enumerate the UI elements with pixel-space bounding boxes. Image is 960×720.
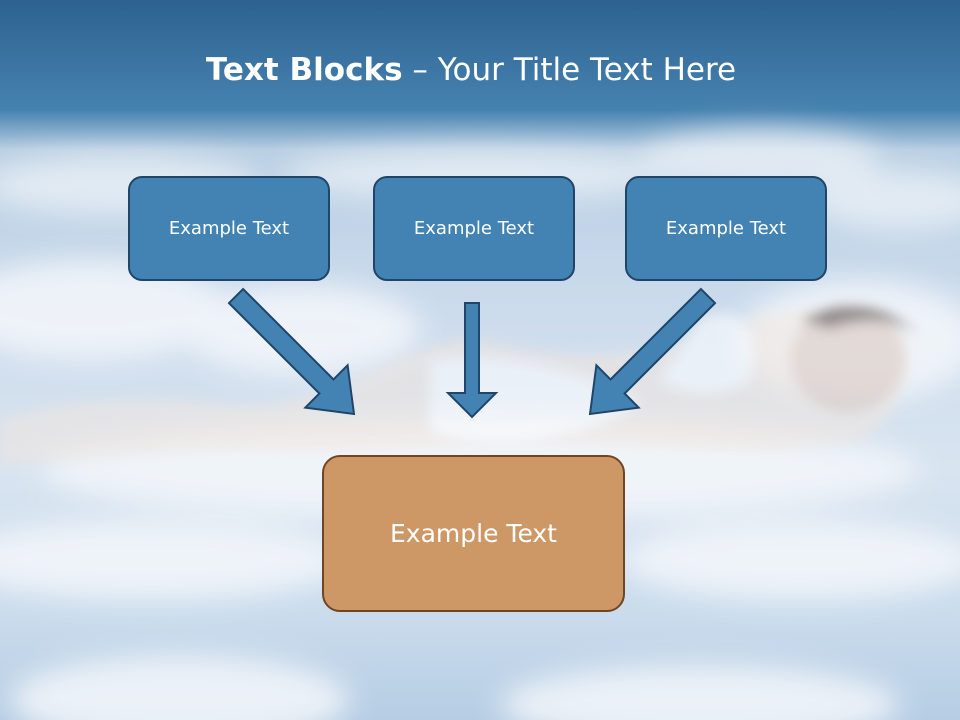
text-block-bottom-label: Example Text [390, 519, 557, 548]
text-block-top-left[interactable]: Example Text [128, 176, 330, 281]
text-block-top-center[interactable]: Example Text [373, 176, 575, 281]
arrow-down-left [588, 287, 717, 416]
text-block-top-right[interactable]: Example Text [625, 176, 827, 281]
text-block-bottom[interactable]: Example Text [322, 455, 625, 612]
slide-title: Text Blocks – Your Title Text Here [0, 52, 942, 88]
arrow-down [445, 302, 499, 419]
slide-title-rest: – Your Title Text Here [402, 52, 737, 88]
text-block-top-center-label: Example Text [413, 218, 535, 239]
slide-title-bold: Text Blocks [205, 52, 403, 88]
text-block-top-right-label: Example Text [665, 218, 787, 239]
arrow-down-right [227, 287, 356, 416]
text-block-top-left-label: Example Text [168, 218, 290, 239]
